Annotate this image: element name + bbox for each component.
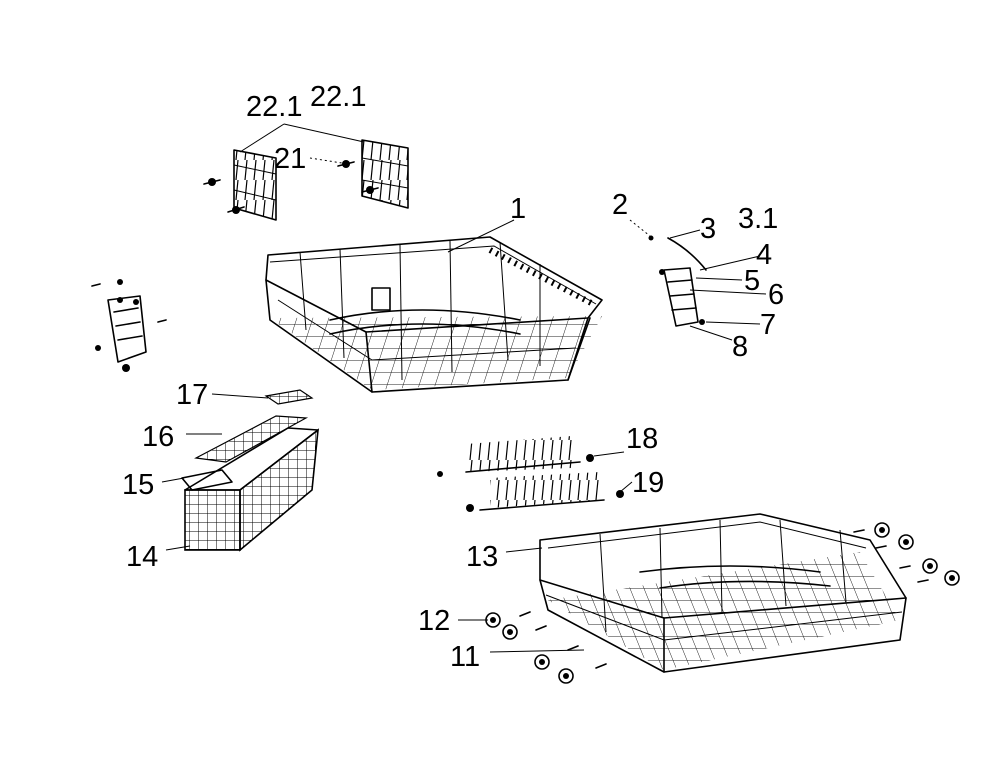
callout-16: 16	[142, 421, 174, 453]
callout-19: 19	[632, 467, 664, 499]
rack-adjuster-right	[648, 235, 707, 327]
callout-13: 13	[466, 541, 498, 573]
tine-row-lower	[466, 472, 624, 512]
callout-3-1: 3.1	[738, 203, 778, 235]
wheel-set-side	[853, 522, 960, 586]
cup-shelf-right	[337, 139, 409, 209]
callout-22-1: 22.1	[310, 81, 366, 113]
callout-21: 21	[274, 143, 306, 175]
upper-rack	[265, 236, 603, 393]
callout-14: 14	[126, 541, 158, 573]
rack-adjuster-left	[91, 279, 167, 372]
callout-5: 5	[744, 265, 760, 297]
cup-shelf-left	[203, 149, 277, 221]
tine-row-upper	[437, 436, 594, 477]
callout-11: 11	[450, 641, 480, 673]
callout-15: 15	[122, 469, 154, 501]
cutlery-basket	[181, 389, 319, 552]
leader-lines	[161, 123, 767, 653]
callout-17: 17	[176, 379, 208, 411]
callout-12: 12	[418, 605, 450, 637]
callout-labels: 22.1 22.1 21 1 2 3 3.1 4 5 6 7 8 17 16 1…	[122, 81, 784, 673]
callout-22: 22.1	[246, 91, 302, 123]
callout-6: 6	[768, 279, 784, 311]
callout-1: 1	[510, 193, 526, 225]
callout-2: 2	[612, 189, 628, 221]
callout-4: 4	[756, 239, 772, 271]
lower-rack	[539, 513, 907, 673]
callout-7: 7	[760, 309, 776, 341]
callout-8: 8	[732, 331, 748, 363]
callout-18: 18	[626, 423, 658, 455]
callout-3: 3	[700, 213, 716, 245]
